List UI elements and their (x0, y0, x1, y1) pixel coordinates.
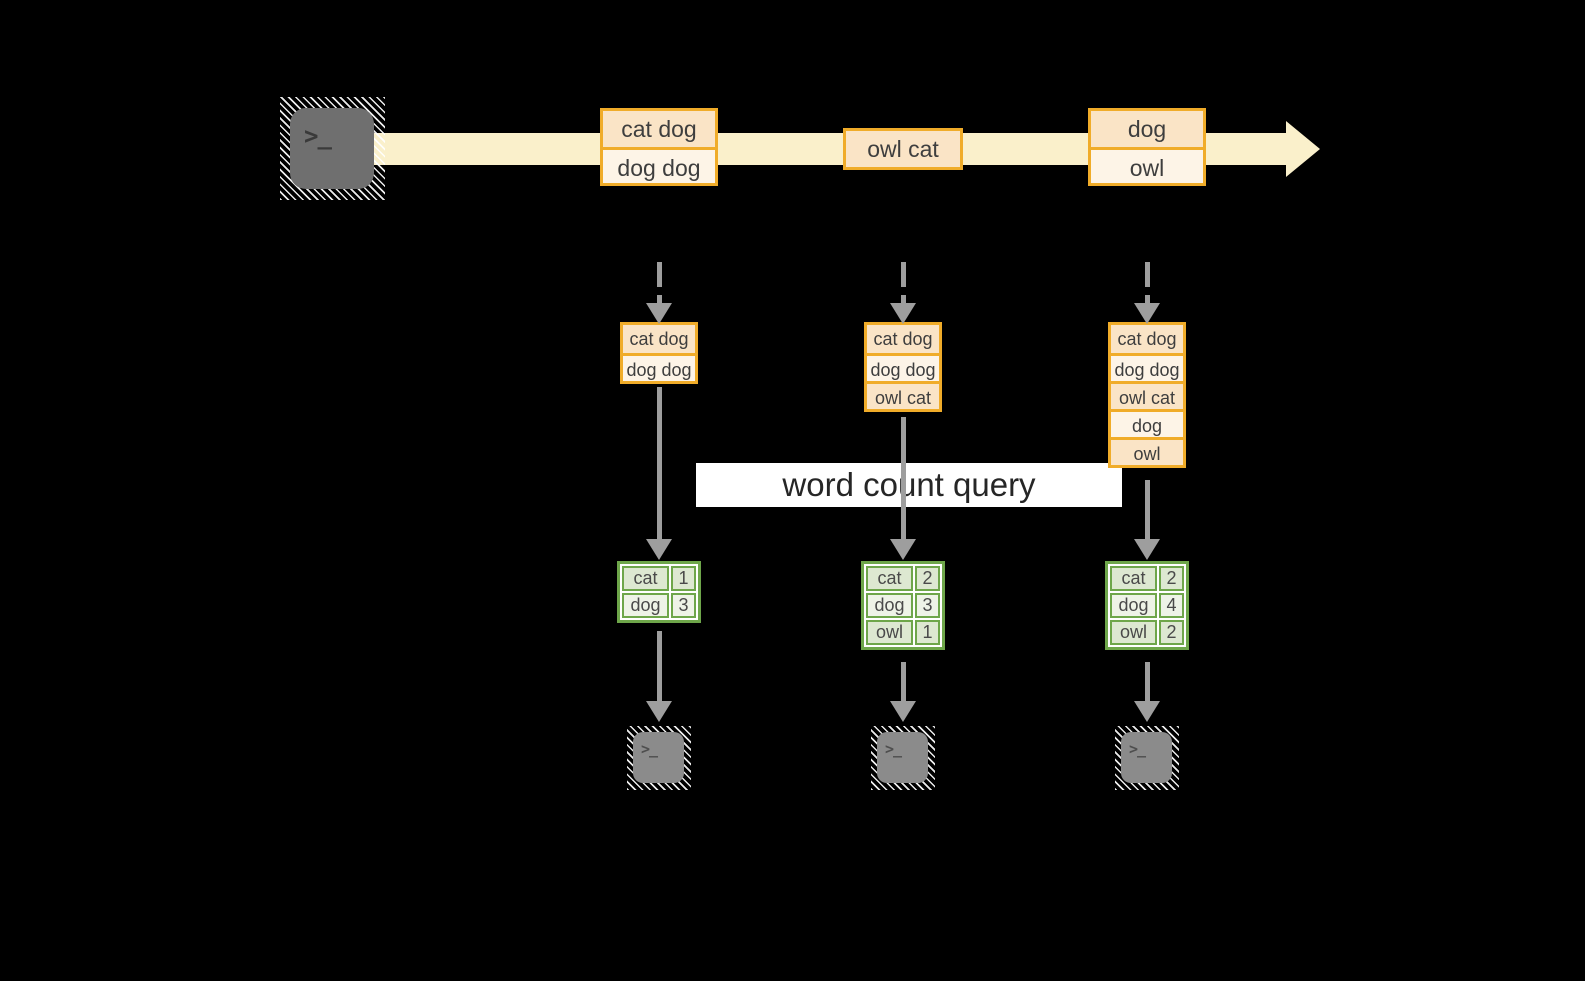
dashed-arrow (901, 262, 906, 287)
word-cell: dog (622, 593, 669, 618)
buffer-row: cat dog (1111, 325, 1183, 353)
count-cell: 1 (671, 566, 696, 591)
arrowhead-icon (646, 701, 672, 722)
buffer-row: dog dog (623, 353, 695, 381)
event-row: cat dog (603, 111, 715, 147)
arrowhead-icon (890, 701, 916, 722)
stream-arrowhead-icon (1286, 121, 1320, 177)
stream-event-box: cat dog dog dog (600, 108, 718, 186)
buffer-row: dog dog (867, 353, 939, 381)
query-arrow (657, 387, 662, 539)
buffer-table: cat dog dog dog (620, 322, 698, 384)
terminal-source-icon: >_ (280, 97, 385, 200)
count-cell: 2 (915, 566, 940, 591)
arrowhead-icon (1134, 539, 1160, 560)
arrowhead-icon (890, 303, 916, 324)
arrowhead-icon (1134, 303, 1160, 324)
prompt-glyph-icon: >_ (1129, 740, 1146, 758)
buffer-table: cat dog dog dog owl cat (864, 322, 942, 412)
buffer-row: cat dog (867, 325, 939, 353)
output-arrow (901, 662, 906, 701)
count-table: cat 2 dog 3 owl 1 (861, 561, 945, 650)
stream-event-box: dog owl (1088, 108, 1206, 186)
count-cell: 3 (671, 593, 696, 618)
count-table: cat 2 dog 4 owl 2 (1105, 561, 1189, 650)
count-cell: 3 (915, 593, 940, 618)
buffer-row: owl (1111, 437, 1183, 465)
arrowhead-icon (890, 539, 916, 560)
word-cell: owl (1110, 620, 1157, 645)
word-cell: dog (866, 593, 913, 618)
count-cell: 2 (1159, 620, 1184, 645)
arrowhead-icon (646, 539, 672, 560)
terminal-sink-icon: >_ (871, 726, 935, 790)
output-arrow (1145, 662, 1150, 701)
event-row: dog (1091, 111, 1203, 147)
buffer-row: owl cat (1111, 381, 1183, 409)
terminal-sink-icon: >_ (1115, 726, 1179, 790)
query-arrow (1145, 480, 1150, 539)
count-cell: 4 (1159, 593, 1184, 618)
dashed-arrow (1145, 295, 1150, 304)
dashed-arrow (657, 262, 662, 287)
terminal-sink-icon: >_ (627, 726, 691, 790)
word-cell: cat (866, 566, 913, 591)
event-row: dog dog (603, 147, 715, 183)
count-cell: 1 (915, 620, 940, 645)
buffer-row: owl cat (867, 381, 939, 409)
word-cell: owl (866, 620, 913, 645)
count-cell: 2 (1159, 566, 1184, 591)
dashed-arrow (657, 295, 662, 304)
buffer-table: cat dog dog dog owl cat dog owl (1108, 322, 1186, 468)
word-cell: cat (622, 566, 669, 591)
prompt-glyph-icon: >_ (885, 740, 902, 758)
dashed-arrow (1145, 262, 1150, 287)
stream-event-box: owl cat (843, 128, 963, 170)
event-row: owl cat (846, 131, 960, 167)
word-cell: dog (1110, 593, 1157, 618)
word-count-query-banner: word count query (696, 463, 1122, 507)
output-arrow (657, 631, 662, 701)
buffer-row: cat dog (623, 325, 695, 353)
arrowhead-icon (1134, 701, 1160, 722)
prompt-glyph-icon: >_ (641, 740, 658, 758)
event-row: owl (1091, 147, 1203, 183)
query-arrow (901, 417, 906, 539)
count-table: cat 1 dog 3 (617, 561, 701, 623)
word-cell: cat (1110, 566, 1157, 591)
buffer-row: dog (1111, 409, 1183, 437)
buffer-row: dog dog (1111, 353, 1183, 381)
dashed-arrow (901, 295, 906, 304)
prompt-glyph-icon: >_ (304, 122, 332, 150)
arrowhead-icon (646, 303, 672, 324)
